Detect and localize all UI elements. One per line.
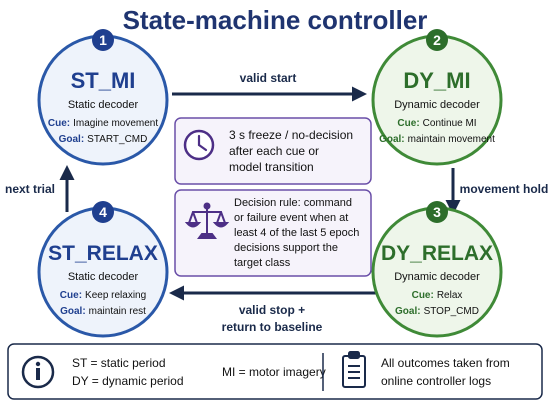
- rule-freeze-line: model transition: [229, 160, 314, 174]
- label-valid-start: valid start: [240, 71, 297, 85]
- state-goal: Goal:START_CMD: [59, 134, 148, 145]
- state-goal: Goal:maintain rest: [60, 306, 146, 317]
- state-name: DY_RELAX: [381, 242, 493, 265]
- rule-decision-line: decisions support the: [234, 242, 338, 254]
- legend-mi: MI = motor imagery: [222, 365, 326, 379]
- state-number: 4: [99, 204, 107, 220]
- state-number-badge: [92, 29, 114, 51]
- rule-decision-line: least 4 of the last 5 epoch: [234, 227, 359, 239]
- clipboard-icon: [342, 351, 366, 388]
- info-icon: [21, 355, 55, 389]
- rule-box-decision: Decision rule: command or failure event …: [174, 189, 372, 277]
- rule-decision-line: or failure event when at: [234, 212, 348, 224]
- state-number: 1: [99, 32, 107, 48]
- legend-st: ST = static period: [72, 356, 166, 370]
- state-number: 2: [433, 32, 441, 48]
- state-st-mi: 1 ST_MI Static decoder Cue:Imagine movem…: [37, 29, 169, 166]
- state-number: 3: [433, 204, 441, 220]
- legend-dy: DY = dynamic period: [72, 374, 184, 388]
- rule-decision-line: Decision rule: command: [234, 197, 352, 209]
- state-number-badge: [92, 201, 114, 223]
- state-decoder: Static decoder: [68, 99, 139, 111]
- diagram-title: State-machine controller: [123, 5, 428, 35]
- state-cue: Cue:Relax: [412, 290, 463, 301]
- legend-note-line: All outcomes taken from: [381, 356, 510, 370]
- legend-note-line: online controller logs: [381, 374, 491, 388]
- state-goal: Goal:maintain movement: [379, 134, 495, 145]
- label-return-baseline: return to baseline: [222, 320, 323, 334]
- state-name: DY_MI: [403, 68, 470, 93]
- state-name: ST_RELAX: [48, 242, 158, 265]
- state-cue: Cue:Continue MI: [397, 118, 476, 129]
- state-number-badge: [426, 201, 448, 223]
- rule-freeze-line: after each cue or: [229, 144, 319, 158]
- rule-box-freeze: 3 s freeze / no-decision after each cue …: [174, 117, 372, 185]
- legend-bar: ST = static period DY = dynamic period M…: [7, 343, 543, 400]
- state-cue: Cue:Keep relaxing: [60, 290, 146, 301]
- state-decoder: Dynamic decoder: [394, 99, 480, 111]
- state-decoder: Dynamic decoder: [394, 271, 480, 283]
- state-decoder: Static decoder: [68, 271, 139, 283]
- state-st-relax: 4 ST_RELAX Static decoder Cue:Keep relax…: [37, 201, 169, 338]
- label-valid-stop: valid stop +: [239, 303, 305, 317]
- state-dy-relax: 3 DY_RELAX Dynamic decoder Cue:Relax Goa…: [371, 201, 503, 338]
- state-dy-mi: 2 DY_MI Dynamic decoder Cue:Continue MI …: [371, 29, 503, 166]
- clock-icon: [183, 129, 215, 161]
- rule-decision-line: target class: [234, 257, 291, 269]
- state-name: ST_MI: [71, 68, 136, 93]
- label-movement-hold: movement hold: [460, 182, 549, 196]
- label-next-trial: next trial: [5, 182, 55, 196]
- state-goal: Goal:STOP_CMD: [395, 306, 479, 317]
- state-cue: Cue:Imagine movement: [48, 118, 158, 129]
- rule-freeze-line: 3 s freeze / no-decision: [229, 128, 353, 142]
- balance-scale-icon: [184, 202, 230, 239]
- state-number-badge: [426, 29, 448, 51]
